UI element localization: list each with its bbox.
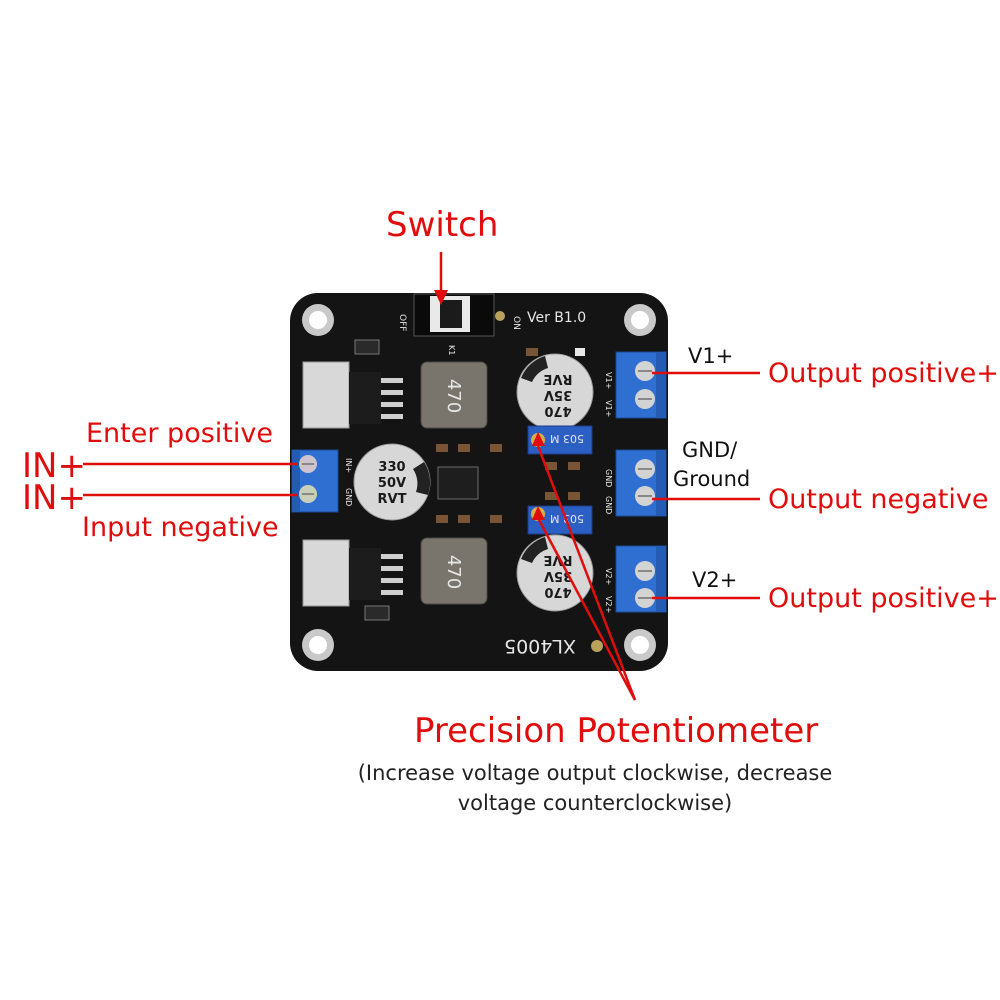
v1-plus-label: V1+ [688,344,734,368]
svg-text:50V: 50V [378,476,406,491]
svg-text:470: 470 [544,403,571,418]
input-negative-label: Input negative [82,512,279,543]
potentiometer-note-line-1: (Increase voltage output clockwise, decr… [357,761,833,785]
silk-v1-b: V1+ [604,400,613,417]
output-positive-2-label: Output positive+ [768,583,999,614]
svg-text:RVE: RVE [544,371,573,386]
output-positive-1-label: Output positive+ [768,358,999,389]
mounting-holes [302,304,656,661]
smd-components [354,339,585,621]
terminal-v1 [615,351,667,419]
silk-v2-a: V2+ [604,568,613,585]
inductor-1 [420,361,488,429]
silk-in-gnd: GND [344,488,353,506]
inductor-2 [420,537,488,605]
inductor-2-marking: 470 [443,555,464,589]
silk-gnd-a: GND [604,469,613,487]
silk-v1-a: V1+ [604,372,613,389]
regulator-2 [302,539,403,607]
center-ic [437,466,479,500]
board-version: Ver B1.0 [527,310,586,326]
silk-gnd-b: GND [604,496,613,514]
annotation-lines [83,252,760,701]
terminal-v2 [615,545,667,613]
regulator-1 [302,361,403,429]
potentiometer-1-marking: 503 M [550,432,584,445]
in-plus-label-1: IN+ [22,446,86,486]
inductor-1-marking: 470 [443,379,464,413]
capacitor-out-2-text: 470 35V RVE [544,552,573,599]
svg-text:330: 330 [378,460,405,475]
capacitor-out-1-text: 470 35V RVE [544,371,573,418]
svg-text:RVE: RVE [544,552,573,567]
svg-text:470: 470 [544,584,571,599]
switch-ref-silk: K1 [447,345,456,355]
board-model: XL4005 [504,635,576,657]
switch-on-silk: ON [511,316,521,330]
capacitor-out-1 [516,353,594,431]
svg-text:RVT: RVT [378,492,407,507]
ground-label: Ground [673,467,751,491]
capacitor-out-2 [516,534,594,612]
enter-positive-label: Enter positive [86,418,273,449]
silk-in-plus: IN+ [344,458,353,473]
slide-switch [413,293,505,337]
svg-text:35V: 35V [544,387,572,402]
switch-label: Switch [386,205,499,245]
potentiometer-note: (Increase voltage output clockwise, decr… [300,758,890,819]
v2-plus-label: V2+ [692,568,738,592]
potentiometer-note-line-2: voltage counterclockwise) [457,791,733,816]
terminal-gnd [615,449,667,517]
svg-text:35V: 35V [544,568,572,583]
in-plus-label-2: IN+ [22,478,86,518]
gnd-label: GND/ [682,438,738,462]
switch-off-silk: OFF [397,314,407,331]
capacitor-in: 330 50V RVT [353,443,431,521]
silk-v2-b: V2+ [604,596,613,613]
terminal-input [291,449,339,513]
precision-potentiometer-label: Precision Potentiometer [414,711,819,751]
output-negative-label: Output negative [768,484,989,515]
